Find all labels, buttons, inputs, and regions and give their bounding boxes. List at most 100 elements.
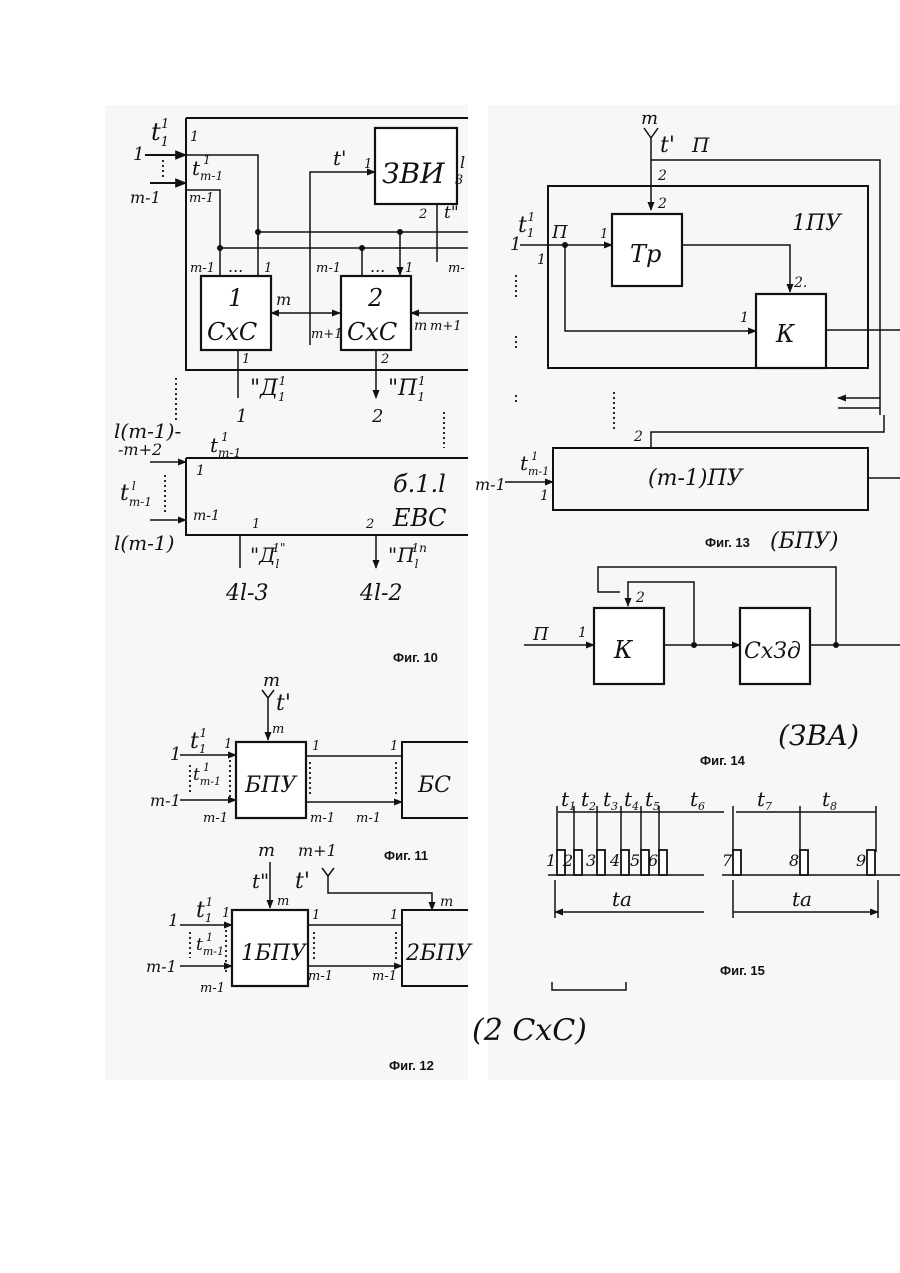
sxs1-pin-1: 1 [264, 261, 272, 276]
zvi-pin-3: 3 [455, 173, 463, 188]
sxs2-label: СхС [347, 318, 397, 346]
fig10-caption: Фиг. 10 [393, 650, 438, 665]
fig15-pulse-9 [867, 850, 875, 875]
fig11-caption: Фиг. 11 [384, 848, 428, 863]
sxs1-label: СхС [207, 318, 257, 346]
fig12-t-prime: t' [295, 869, 310, 894]
fig15-ta-2: ta [792, 887, 812, 911]
fig12-pin-1: 1 [222, 906, 230, 921]
fig13-caption: Фиг. 13 [705, 535, 750, 550]
fig10-out-4l2: 4l-2 [359, 581, 402, 606]
fig15-pulse-label: 7 [722, 851, 733, 870]
fig11-pin-m: m [272, 722, 284, 737]
fig13-pin-2b: 2 [657, 196, 667, 212]
sxs2-num: 2 [367, 284, 383, 312]
zvi-out-l: l [460, 153, 465, 172]
fig11-pin-m1: m-1 [203, 811, 228, 826]
fig10-out-num-2: 2 [371, 406, 383, 427]
zvi-label: ЗВИ [382, 157, 445, 190]
fig11-pin-1: 1 [224, 737, 232, 752]
fig10-m-plus-2: -m+2 [118, 440, 162, 459]
fig12-out-pin-m1: m-1 [308, 969, 333, 984]
fig12-m-plus-1: m+1 [298, 841, 337, 860]
zvi-pin-1: 1 [364, 157, 372, 172]
fig15-ta-1: ta [612, 887, 632, 911]
fig15-pulse-label: 9 [856, 851, 866, 870]
fig11-bs-label: БС [417, 773, 451, 798]
fig10-in-1: 1 [133, 144, 144, 165]
sxs3-pin-m-partial: m- [448, 261, 465, 276]
sxs1-ellipsis: ... [228, 257, 243, 276]
fig10-block-61l: б.1.l [393, 470, 446, 498]
fig10-pin-1: 1 [190, 129, 199, 145]
fig10-l-out-pin-2: 2 [365, 517, 374, 532]
sxs2-pin-m-plus-1: m+1 [311, 327, 343, 342]
fig10-junction [217, 245, 223, 251]
fig11-in-pin-1: 1 [390, 739, 398, 754]
fig11-t-prime: t' [276, 691, 291, 716]
fig15-pulse-2 [574, 850, 582, 875]
fig13-pulse: П [551, 222, 568, 243]
fig11-m: m [263, 670, 280, 691]
fig15-caption: Фиг. 15 [720, 963, 765, 978]
sxs1-pin-m: m [276, 290, 291, 309]
fig13-note: (БПУ) [770, 529, 838, 554]
fig11-out-pin-1: 1 [312, 739, 320, 754]
fig13-pin-1: 1 [537, 252, 546, 268]
fig12-pin-m-b: m [440, 894, 453, 910]
fig15-pulse-label: 2 [562, 851, 573, 870]
fig13-t-prime: t' [660, 133, 675, 158]
fig13-in-m1: m-1 [475, 475, 506, 494]
fig12-in-1: 1 [168, 911, 179, 931]
sxs2-pin-m: m [414, 318, 427, 334]
fig10-l-out-pin-1: 1 [252, 517, 260, 532]
fig13-m: m [641, 108, 658, 129]
fig14-note: (ЗВА) [778, 719, 859, 752]
fig11-in-pin-m1: m-1 [356, 811, 381, 826]
sxs1-out-pin: 1 [242, 352, 250, 367]
fig12-in-pin-1: 1 [390, 908, 398, 923]
fig12-bpu2-label: 2БПУ [405, 941, 473, 966]
fig12-in-pin-m1: m-1 [372, 969, 397, 984]
fig13-k-label: К [775, 320, 796, 348]
fig10-t-dprime: t" [444, 203, 459, 223]
sxs1-pin-m1: m-1 [190, 261, 215, 276]
fig12-m: m [258, 840, 275, 861]
fig15-pulse-6 [659, 850, 667, 875]
fig14-sxzd-label: СхЗд [744, 639, 801, 664]
fig14-pin-2: 2 [635, 590, 645, 606]
fig15-pulse-label: 8 [789, 851, 799, 870]
sxs1-num: 1 [228, 284, 243, 312]
fig10-l-pin-m1: m-1 [193, 508, 220, 524]
fig13-tr-label: Тр [630, 240, 661, 268]
fig11-bpu-label: БПУ [244, 773, 298, 798]
fig11-in-1: 1 [170, 744, 181, 765]
fig12-pin-m1: m-1 [200, 981, 225, 996]
fig10-evs: ЕВС [392, 504, 447, 532]
fig13-pin-2c: 2 [633, 429, 643, 445]
fig12-bpu1-label: 1БПУ [241, 941, 308, 966]
sxs2-pin-m-plus-1b: m+1 [430, 319, 462, 334]
fig10-l-pin-1: 1 [196, 463, 205, 479]
fig11-in-m1: m-1 [150, 791, 181, 810]
fig12-out-pin-1: 1 [312, 908, 320, 923]
fig13-p-label: П [691, 133, 710, 157]
fig13-pu-m1-label: (m-1)ПУ [648, 466, 745, 491]
fig13-pu-label: 1ПУ [792, 211, 843, 236]
fig15-pulse-label: 1 [546, 851, 556, 870]
scan-gutter [468, 105, 488, 1080]
fig13-k-pin-2: 2. [793, 275, 807, 291]
fig10-junction [255, 229, 261, 235]
fig12-caption: Фиг. 12 [389, 1058, 434, 1073]
fig12-in-m1: m-1 [146, 957, 177, 976]
fig13-pin-1b: 1 [540, 488, 549, 504]
fig14-caption: Фиг. 14 [700, 753, 746, 768]
fig13-pin-2a: 2 [657, 168, 667, 184]
fig10-in-m1: m-1 [130, 188, 161, 207]
fig14-in-p: П [532, 624, 549, 645]
sxs2-ellipsis: ... [370, 257, 385, 276]
fig15-pulse-3 [597, 850, 605, 875]
fig12-pin-m: m [277, 894, 289, 909]
fig13-tr-pin-1: 1 [600, 227, 608, 242]
